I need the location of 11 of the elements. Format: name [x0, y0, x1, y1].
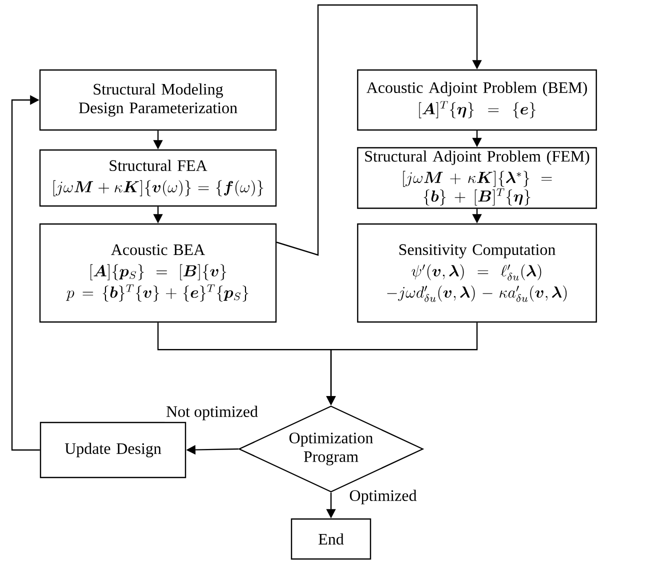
- process-box: Update Design: [40, 422, 186, 478]
- process-box: Acoustic Adjoint Problem (BEM) $[\bm{A}]^T\{\bm{\eta}\}=\{\bm{e}\}$: [357, 69, 597, 131]
- process-box: Structural Adjoint Problem (FEM) $[j\omega\bm{M}+\kappa\bm{K}]\{\bm{\lambda}^*\}=\{\bm{b}\}+[\bm{B}]^T\{\bm{\eta}\}$: [357, 147, 597, 209]
- process-box: End: [290, 518, 372, 560]
- process-box: Structural Modeling Design Parameterization: [39, 69, 277, 131]
- edge-label: Not optimized: [164, 404, 260, 422]
- process-box: Sensitivity Computation $\psi'(\bm{v},\bm{\lambda})=\ell'_{\delta u}(\bm{\lambda})$ $-j\omega d'_{\delta u}(\bm{v},\bm{\lambda})-\kappa a'_{\delta u}(\bm{v},\bm{\lambda})$: [357, 223, 597, 323]
- arrow: [11, 95, 40, 451]
- arrow: [276, 4, 482, 256]
- process-box: Structural FEA $[j\omega\bm{M}+\kappa\bm{K}]\{\bm{v}(\omega)\}=\{\bm{f}(\omega)\}$: [39, 149, 277, 207]
- process-box: Acoustic BEA $[\bm{A}]\{\bm{p}_S\}=[\bm{B}]\{\bm{v}\}$ $p=\{\bm{b}\}^T\{\bm{v}\}+\{\bm{e}\}^T\{\bm{p}_S\}$: [39, 223, 277, 323]
